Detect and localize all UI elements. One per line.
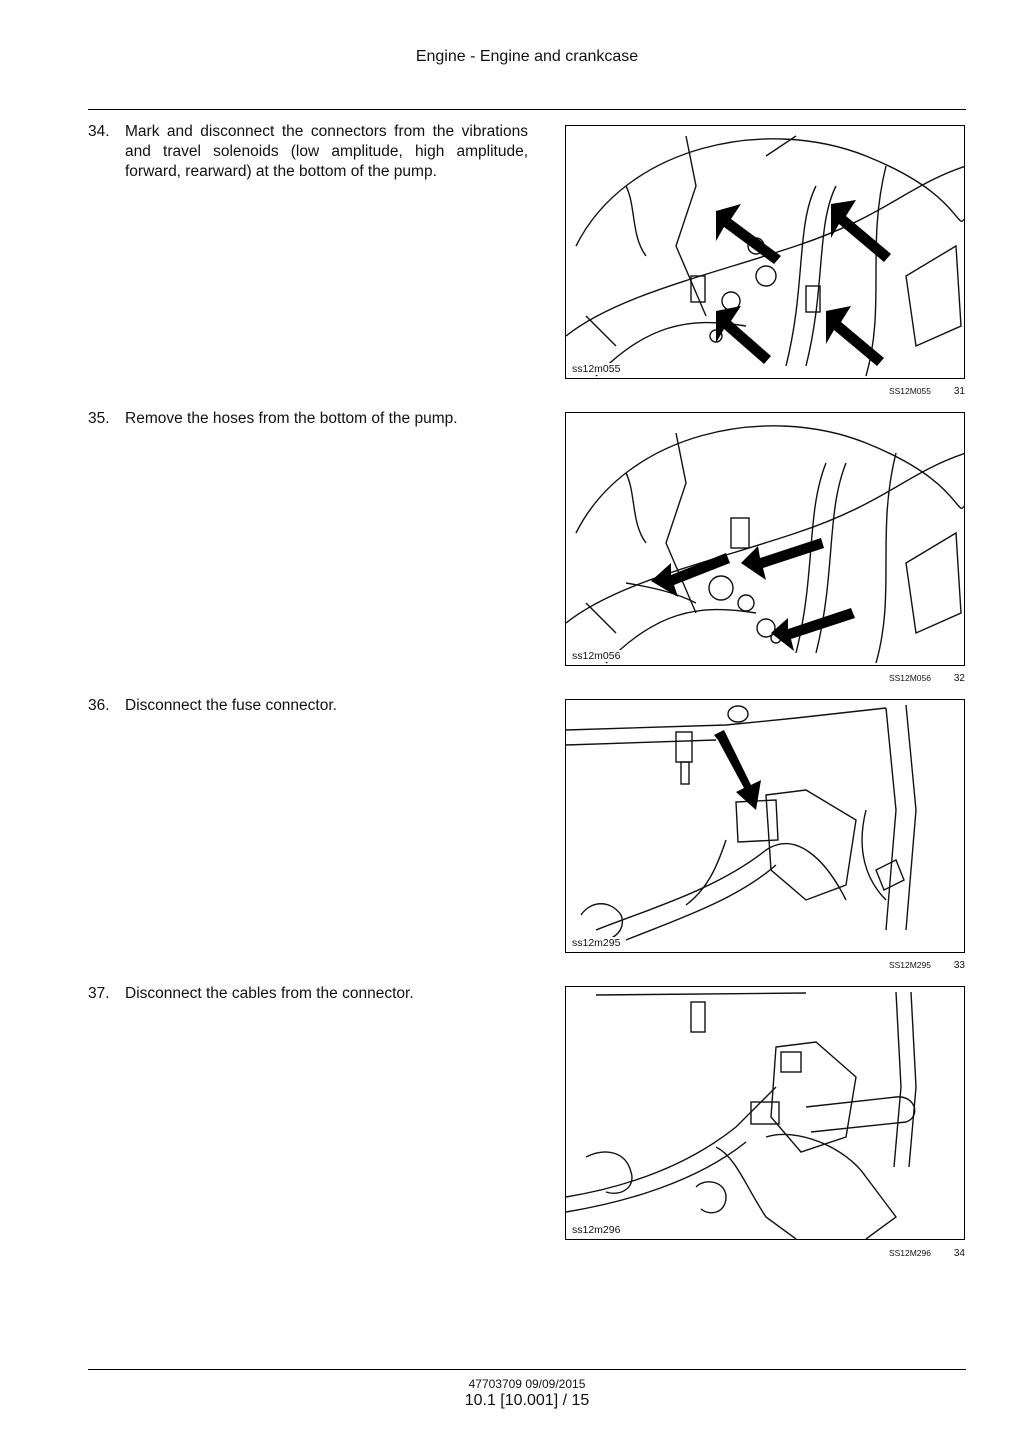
figure-33-caption: SS12M295 33 [565, 960, 965, 971]
figure-34-illustration: ss12m296 [565, 986, 965, 1240]
figure-31-caption: SS12M055 31 [565, 386, 965, 397]
figure-inset-code: ss12m296 [570, 1224, 623, 1236]
step-35: 35. Remove the hoses from the bottom of … [88, 409, 528, 429]
figure-ref-code: SS12M055 [888, 386, 931, 396]
figure-ref-code: SS12M056 [888, 673, 931, 683]
figure-number: 32 [953, 673, 965, 684]
step-number: 37. [88, 985, 110, 1002]
pump-line-drawing [566, 425, 964, 664]
step-text: Disconnect the fuse connector. [125, 697, 337, 714]
figure-32-caption: SS12M056 32 [565, 673, 965, 684]
step-36: 36. Disconnect the fuse connector. [88, 696, 528, 716]
figure-number: 34 [953, 1248, 965, 1259]
figure-inset-code: ss12m295 [570, 937, 623, 949]
figure-inset-code: ss12m055 [570, 363, 623, 375]
figure-31-illustration: ss12m055 [565, 125, 965, 379]
figure-ref-code: SS12M296 [888, 1248, 931, 1258]
figure-34-caption: SS12M296 34 [565, 1248, 965, 1259]
step-34: 34. Mark and disconnect the connectors f… [88, 122, 528, 182]
figure-32-illustration: ss12m056 [565, 412, 965, 666]
step-text: Mark and disconnect the connectors from … [125, 123, 528, 180]
figure-number: 33 [953, 960, 965, 971]
step-37: 37. Disconnect the cables from the conne… [88, 984, 528, 1004]
step-text: Disconnect the cables from the connector… [125, 985, 414, 1002]
figure-inset-code: ss12m056 [570, 650, 623, 662]
footer-rule [88, 1369, 966, 1370]
header-rule [88, 109, 966, 110]
footer-page-number: 10.1 [10.001] / 15 [464, 1392, 590, 1409]
fuse-line-drawing [566, 704, 917, 941]
step-text: Remove the hoses from the bottom of the … [125, 410, 458, 427]
cable-line-drawing [566, 991, 917, 1239]
figure-33-illustration: ss12m295 [565, 699, 965, 953]
callout-arrows [716, 200, 891, 366]
page-header-title: Engine - Engine and crankcase [415, 48, 639, 65]
callout-arrows [651, 538, 855, 651]
step-number: 36. [88, 697, 110, 714]
step-number: 34. [88, 123, 110, 140]
footer-doc-ref: 47703709 09/09/2015 [468, 1377, 586, 1391]
step-number: 35. [88, 410, 110, 427]
figure-ref-code: SS12M295 [888, 960, 931, 970]
callout-arrows [714, 730, 761, 810]
figure-number: 31 [953, 386, 965, 397]
pump-line-drawing [566, 135, 964, 377]
